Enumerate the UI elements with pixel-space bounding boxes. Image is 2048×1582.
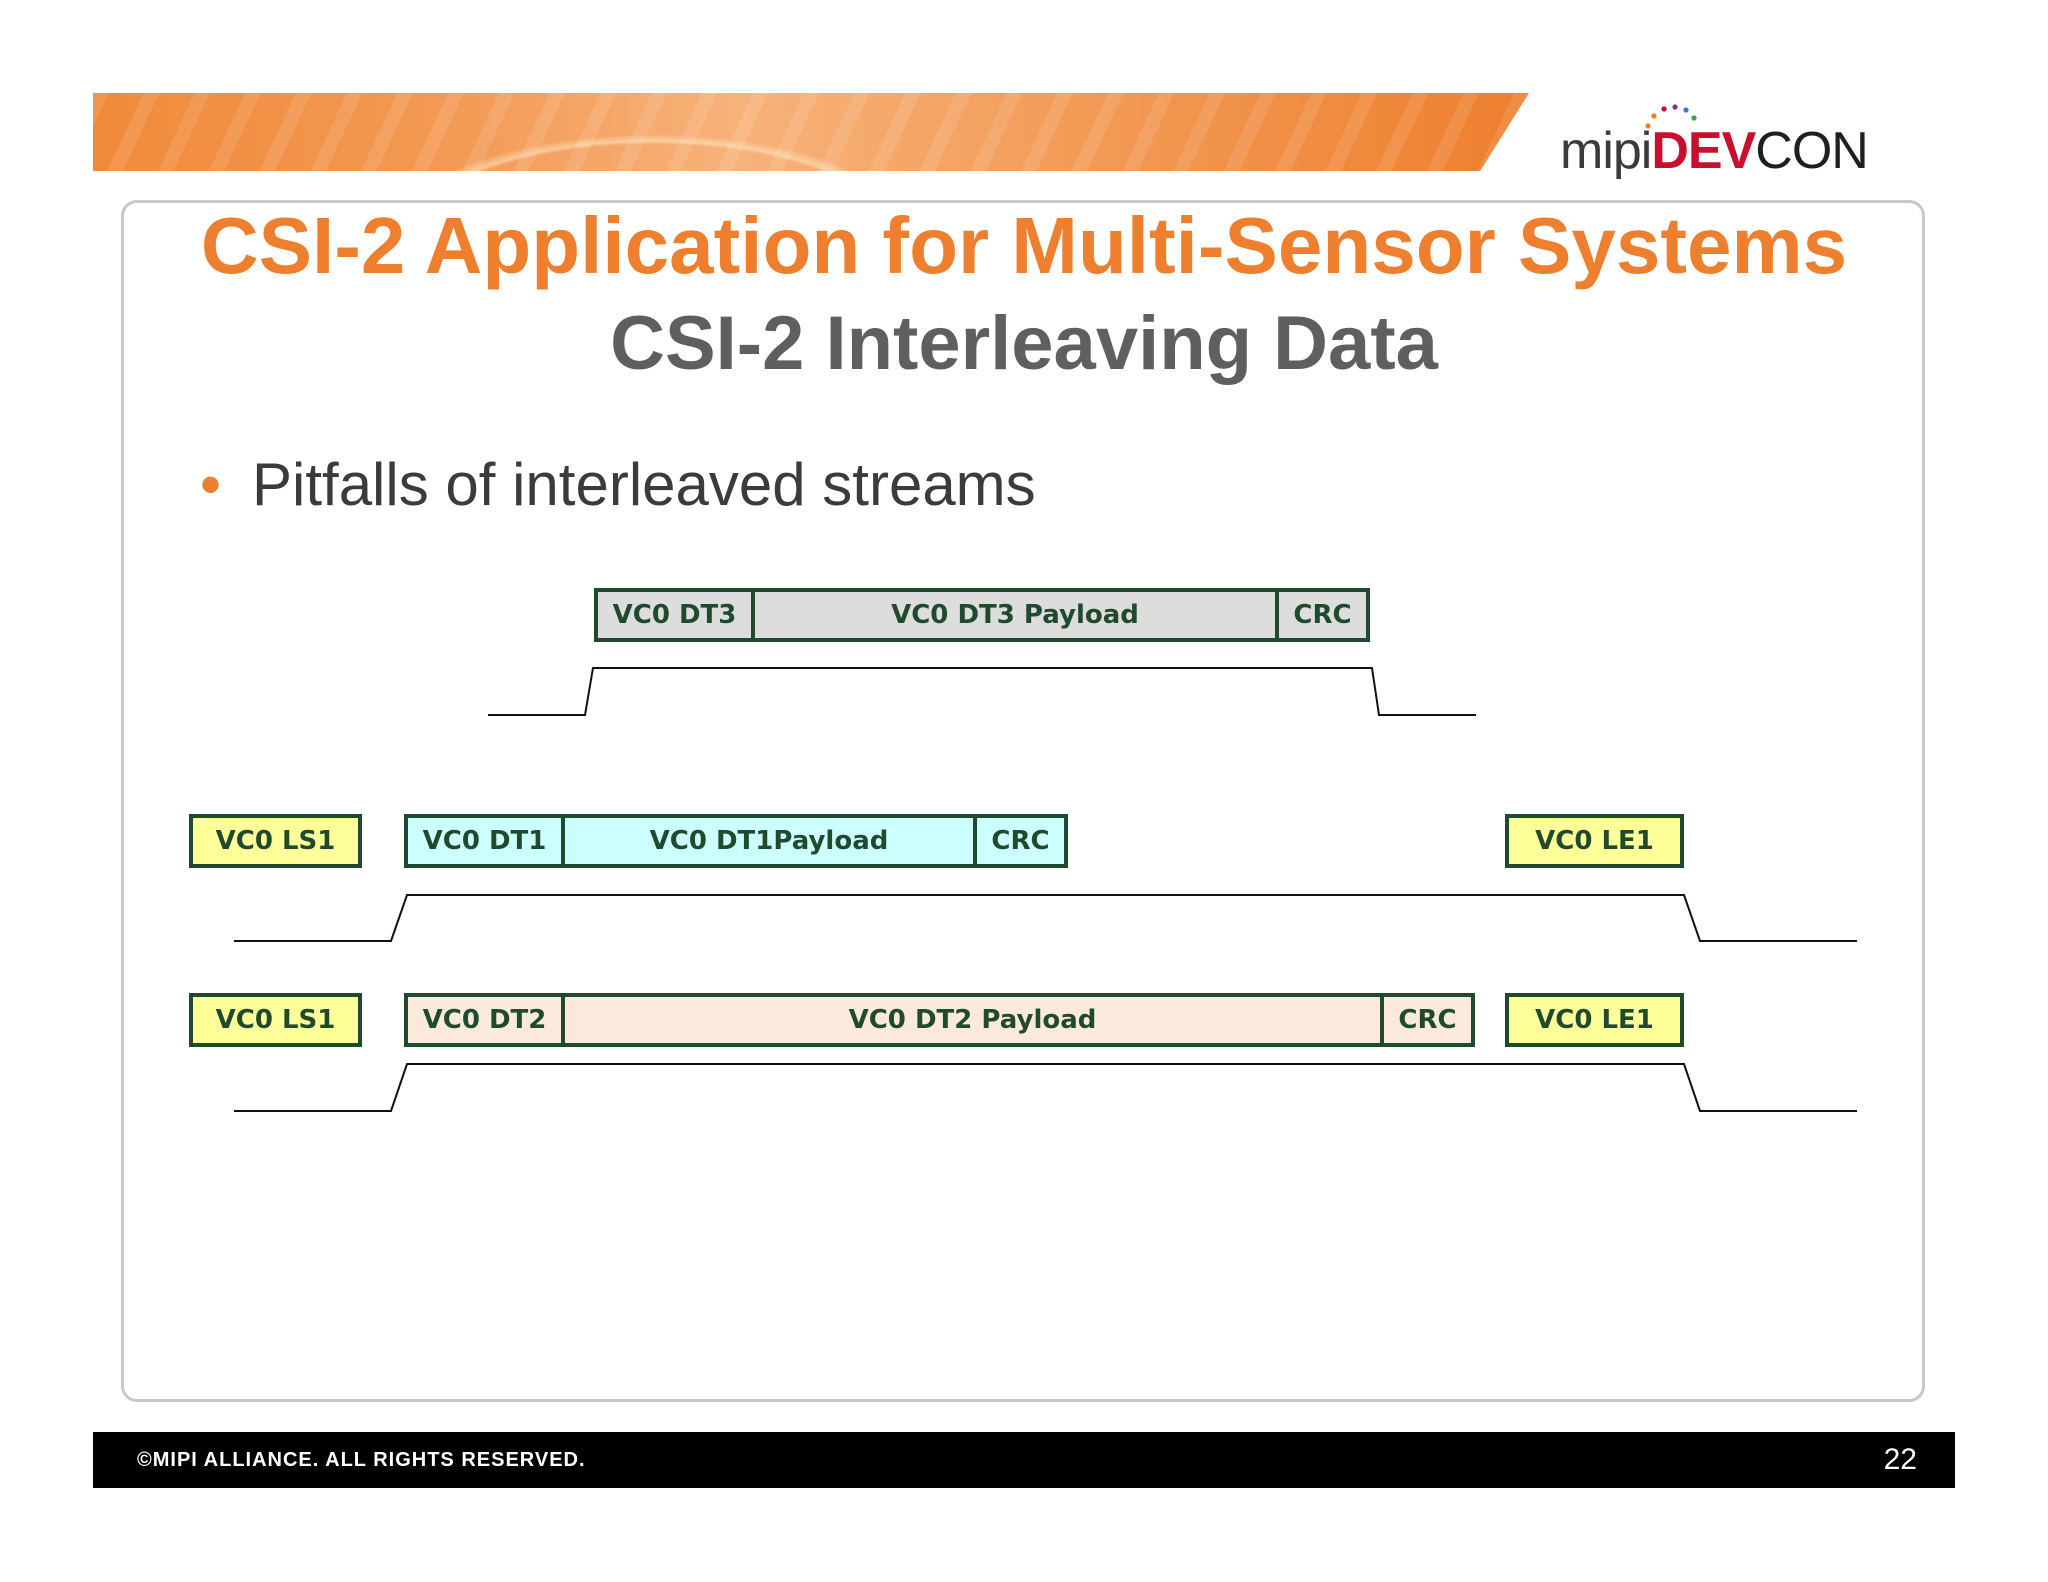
packet-header-label: VC0 DT1 (423, 826, 547, 856)
bullet-text: Pitfalls of interleaved streams (252, 451, 1036, 518)
line-end-label: VC0 LE1 (1535, 826, 1654, 856)
logo-wordmark: mipiDEVCON (1560, 122, 1869, 180)
logo-dots-icon (1645, 104, 1697, 129)
packet-header-label: VC0 DT2 (423, 1005, 547, 1035)
line-start-packet (189, 814, 362, 868)
slide-title: CSI-2 Application for Multi-Sensor Syste… (200, 201, 1848, 290)
packet-header (594, 588, 755, 642)
line-start-label: VC0 LS1 (216, 826, 336, 856)
slide-subtitle: CSI-2 Interleaving Data (610, 301, 1438, 386)
packet-header-label: VC0 DT3 (613, 600, 737, 630)
bullet-marker: • (200, 451, 222, 518)
line-valid-signal (488, 667, 1476, 716)
packet-payload-label: VC0 DT2 Payload (849, 1005, 1097, 1035)
mipi-devcon-logo: mipiDEVCON (1560, 104, 1900, 184)
logo-dev-text: DEV (1651, 122, 1756, 180)
packet-crc-label: CRC (991, 826, 1049, 856)
logo-con-text: CON (1755, 122, 1869, 180)
footer-bar: ©MIPI ALLIANCE. ALL RIGHTS RESERVED. 22 (93, 1432, 1955, 1488)
header-banner-image (93, 93, 1529, 171)
packet-payload-label: VC0 DT3 Payload (891, 600, 1139, 630)
packet-header (404, 814, 565, 868)
packet-crc (973, 814, 1068, 868)
line-end-packet (1505, 814, 1684, 868)
line-end-label: VC0 LE1 (1535, 1005, 1654, 1035)
packet-crc-label: CRC (1293, 600, 1351, 630)
copyright-text: ©MIPI ALLIANCE. ALL RIGHTS RESERVED. (137, 1449, 586, 1471)
line-valid-signal (234, 1063, 1857, 1112)
packet-header (404, 993, 565, 1047)
line-end-packet (1505, 993, 1684, 1047)
line-valid-signal (234, 894, 1857, 942)
packet-payload-label: VC0 DT1Payload (650, 826, 889, 856)
packet-payload (561, 814, 977, 868)
line-start-packet (189, 993, 362, 1047)
line-start-label: VC0 LS1 (216, 1005, 336, 1035)
page-number: 22 (1883, 1443, 1917, 1476)
content-frame (121, 200, 1925, 1402)
packet-crc (1380, 993, 1475, 1047)
logo-mipi-text: mipi (1560, 122, 1652, 180)
bullet-item: • Pitfalls of interleaved streams (200, 450, 1036, 520)
packet-crc (1275, 588, 1370, 642)
packet-crc-label: CRC (1398, 1005, 1456, 1035)
packet-payload (561, 993, 1384, 1047)
